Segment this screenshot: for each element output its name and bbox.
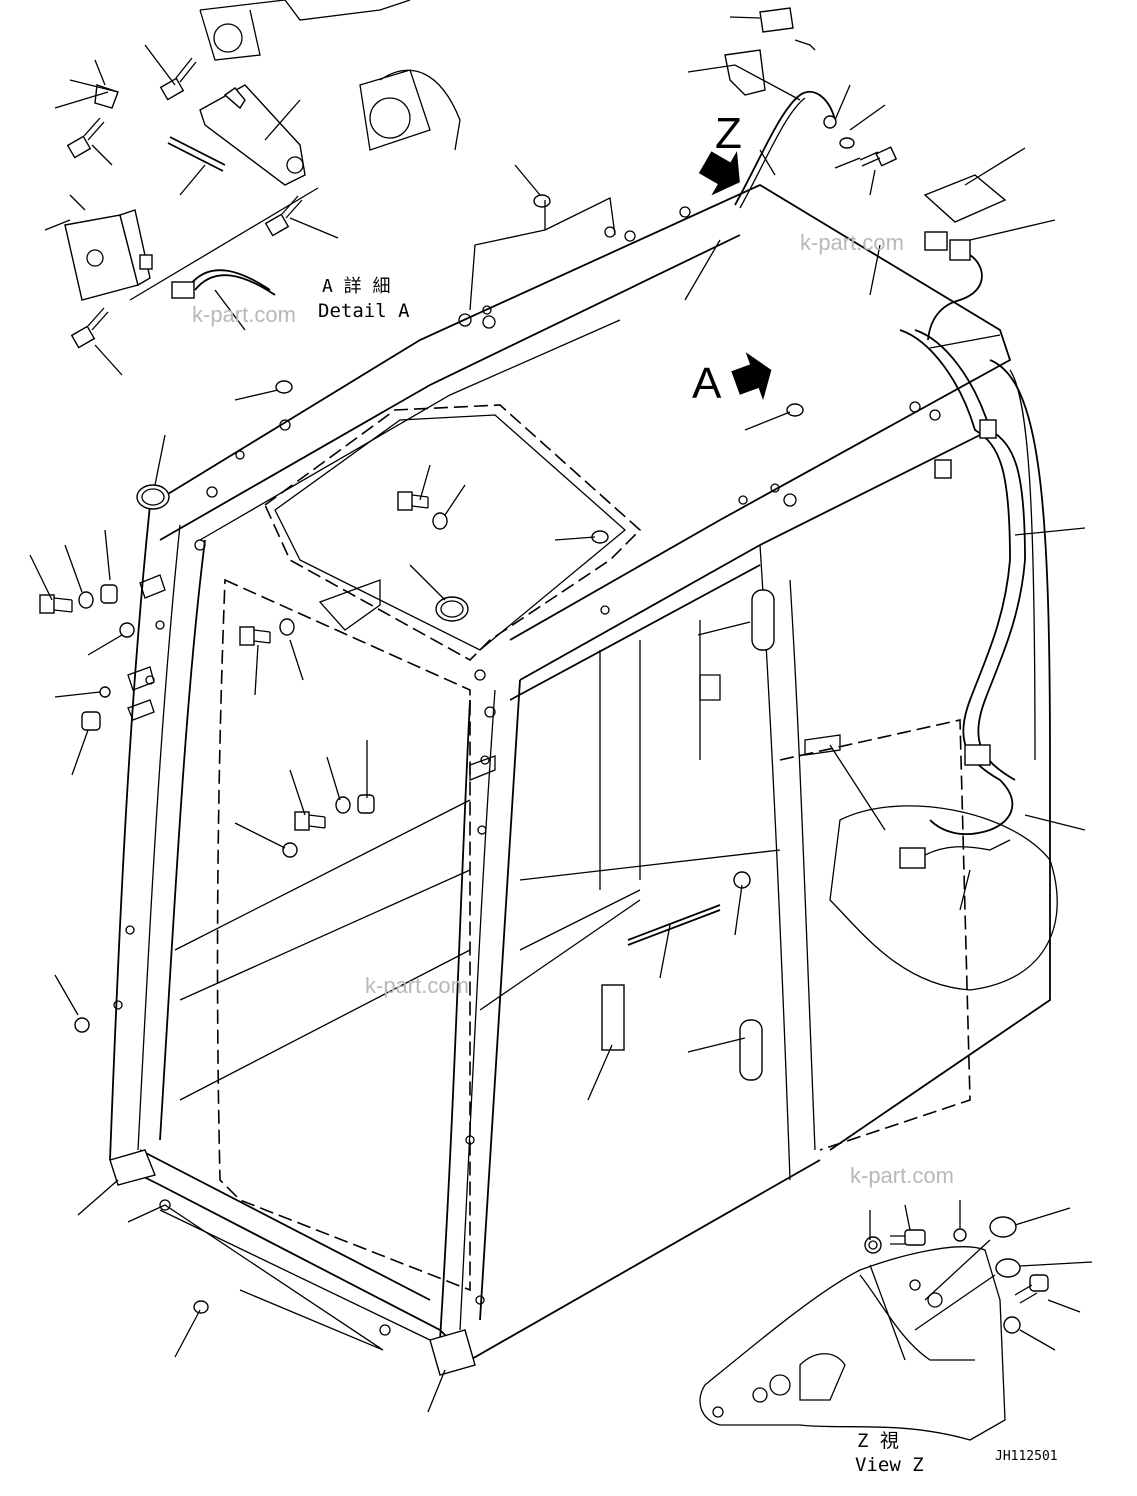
bolt <box>70 307 109 349</box>
view-label-a: A <box>692 359 722 408</box>
cab-frame <box>109 183 1058 1376</box>
watermark: k-part.com <box>365 973 469 998</box>
view-z-label-jp: Z 視 <box>857 1430 899 1452</box>
watermark: k-part.com <box>192 302 296 327</box>
frame-holes <box>113 206 941 1336</box>
view-z-detail <box>699 1216 1049 1441</box>
detail-a-label-jp: A 詳 細 <box>322 276 391 297</box>
callout-leaders <box>29 16 1093 1413</box>
bolt <box>66 117 105 159</box>
bolt <box>159 57 197 101</box>
bolt-row-3 <box>294 794 375 831</box>
bolt-row-1 <box>39 584 118 614</box>
detail-a-parts <box>64 0 461 349</box>
detail-a-label-en: Detail A <box>318 300 410 322</box>
bolt-row-4 <box>397 491 448 530</box>
left-small-parts <box>39 194 804 1314</box>
view-direction-arrow-a <box>731 352 772 401</box>
view-z-label-en: View Z <box>855 1454 924 1476</box>
watermark: k-part.com <box>850 1163 954 1188</box>
view-z-top-parts <box>724 7 1026 869</box>
watermark: k-part.com <box>800 230 904 255</box>
view-label-z: Z <box>715 109 742 158</box>
view-direction-arrow-z <box>698 151 740 196</box>
drawing-number: JH112501 <box>995 1449 1058 1464</box>
bolt-row-2 <box>239 618 295 646</box>
